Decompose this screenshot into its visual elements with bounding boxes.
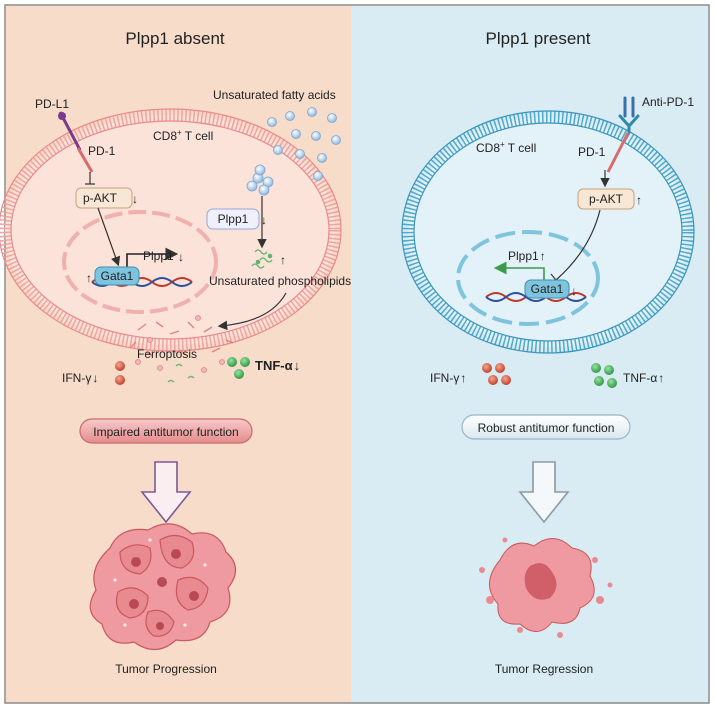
left-pd1-receptor <box>58 111 94 173</box>
right-cell-label: CD8+ T cell <box>476 140 536 155</box>
right-cell-membrane <box>401 110 695 354</box>
left-outcome-label: Impaired antitumor function <box>93 425 238 439</box>
left-plpp1-gene: Plpp1 <box>143 249 174 263</box>
left-tnf-label: TNF-α↓ <box>255 358 300 373</box>
right-pd1-label: PD-1 <box>578 145 606 159</box>
right-tumor-label: Tumor Regression <box>495 662 593 676</box>
right-tumor <box>479 537 613 638</box>
left-plpp1-box-label: Plpp1 <box>218 212 249 226</box>
right-plpp1-gene: Plpp1↑ <box>508 249 546 263</box>
right-tnf-label: TNF-α↑ <box>623 371 664 385</box>
left-down-arrow <box>140 461 192 524</box>
left-phospholipids-label: Unsaturated phospholipids <box>209 274 351 288</box>
right-pakt-arrow: ↑ <box>636 193 642 207</box>
left-tumor-label: Tumor Progression <box>115 662 217 676</box>
left-ifn-label: IFN-γ↓ <box>62 371 98 385</box>
left-outcome-pill <box>79 418 253 444</box>
right-nucleus <box>456 230 600 326</box>
left-pakt-arrow: ↓ <box>132 192 138 206</box>
left-plpp1-gene-arrow: ↓ <box>178 250 184 264</box>
left-ferroptosis-label: Ferroptosis <box>137 347 197 361</box>
left-gata1-label: Gata1 <box>101 269 134 283</box>
left-ufa-up-arrow: ↑ <box>280 253 286 267</box>
left-plpp1-box <box>206 208 260 230</box>
left-plpp1-box-arrow: ↓ <box>261 213 267 227</box>
right-tnf-dots <box>591 363 617 388</box>
right-ifn-label: IFN-γ↑ <box>430 371 466 385</box>
left-cell-label: CD8+ T cell <box>153 128 213 143</box>
right-gata1-arrow: ↓ <box>571 284 577 298</box>
left-pakt-label: p-AKT <box>83 191 118 205</box>
left-pakt-box <box>75 187 133 209</box>
left-pd1-label: PD-1 <box>88 144 116 158</box>
left-gata1-box <box>94 266 140 286</box>
right-pakt-label: p-AKT <box>589 192 624 206</box>
left-phospholipid-squiggles <box>251 249 273 269</box>
left-ferroptosis-debris <box>129 315 234 383</box>
right-pd1-receptor <box>606 132 630 173</box>
left-pdl1-label: PD-L1 <box>35 97 69 111</box>
left-ufa-label: Unsaturated fatty acids <box>213 88 336 102</box>
right-outcome-pill <box>461 414 631 440</box>
right-pakt-box <box>577 188 635 210</box>
left-nucleus <box>62 210 218 314</box>
left-gata1-arrow: ↑ <box>86 271 92 285</box>
right-down-arrow <box>518 461 570 524</box>
left-title: Plpp1 absent <box>125 29 225 48</box>
right-gata1-box <box>524 279 570 299</box>
right-gata1-label: Gata1 <box>531 282 564 296</box>
right-outcome-label: Robust antitumor function <box>478 421 615 435</box>
left-tumor-cluster <box>89 523 237 651</box>
left-ifn-dots <box>115 361 125 385</box>
left-tnf-dots <box>227 357 250 379</box>
right-ifn-dots <box>482 363 511 385</box>
right-title: Plpp1 present <box>486 29 591 48</box>
right-antibody-label: Anti-PD-1 <box>642 95 694 109</box>
right-antibody <box>618 96 640 134</box>
left-cell-membrane <box>0 108 342 352</box>
left-fatty-acid-dots <box>246 107 341 196</box>
